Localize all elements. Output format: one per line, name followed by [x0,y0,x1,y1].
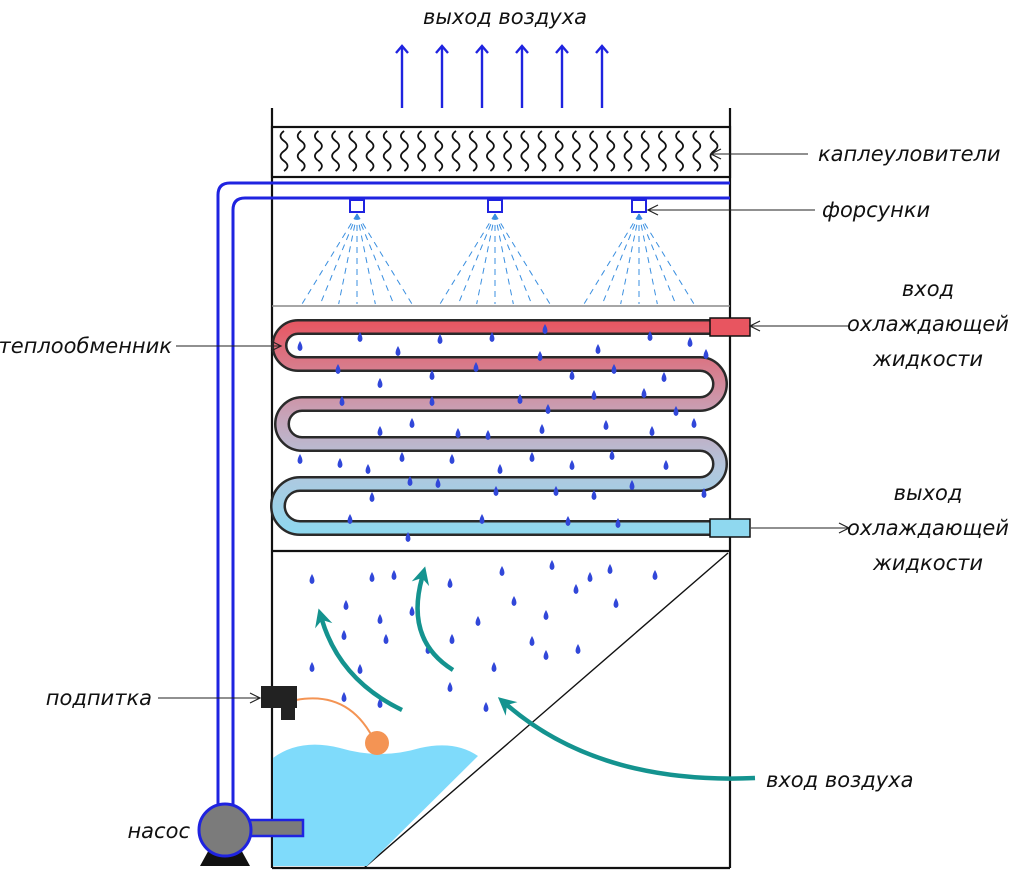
svg-text:охлаждающей: охлаждающей [847,312,1009,336]
air-out-label: выход воздуха [423,5,587,29]
leader-lines [158,148,851,704]
air-out-arrows [395,44,609,108]
spray-cones [301,213,695,305]
svg-text:вход: вход [902,277,954,301]
svg-text:охлаждающей: охлаждающей [847,516,1009,540]
coolant-inlet-fitting [709,317,751,337]
coolant-outlet-fitting [709,518,751,538]
air-in-label: вход воздуха [766,768,913,792]
water-droplets [297,324,709,712]
coolant-out-label: выход охлаждающей жидкости [847,481,1009,575]
pump-label: насос [127,819,190,843]
svg-text:выход: выход [894,481,963,505]
water-circulation-pipe [216,181,730,820]
basin-water [273,744,478,866]
drift-eliminator [270,125,732,179]
air-flow-arrows [315,566,756,781]
heat-exchanger-label: теплообменник [0,334,172,358]
heat-exchanger-coil [270,317,751,538]
spray-nozzles [349,199,647,213]
svg-text:жидкости: жидкости [872,347,983,371]
air-inlet-louver [363,552,729,869]
nozzles-label: форсунки [822,198,930,222]
drift-eliminators-label: каплеуловители [818,142,1001,166]
svg-text:жидкости: жидкости [872,551,983,575]
makeup-label: подпитка [46,686,152,710]
centrifugal-pump-icon [197,802,305,866]
coolant-in-label: вход охлаждающей жидкости [847,277,1009,371]
tower-housing [270,108,732,870]
float-valve-icon [261,686,389,755]
